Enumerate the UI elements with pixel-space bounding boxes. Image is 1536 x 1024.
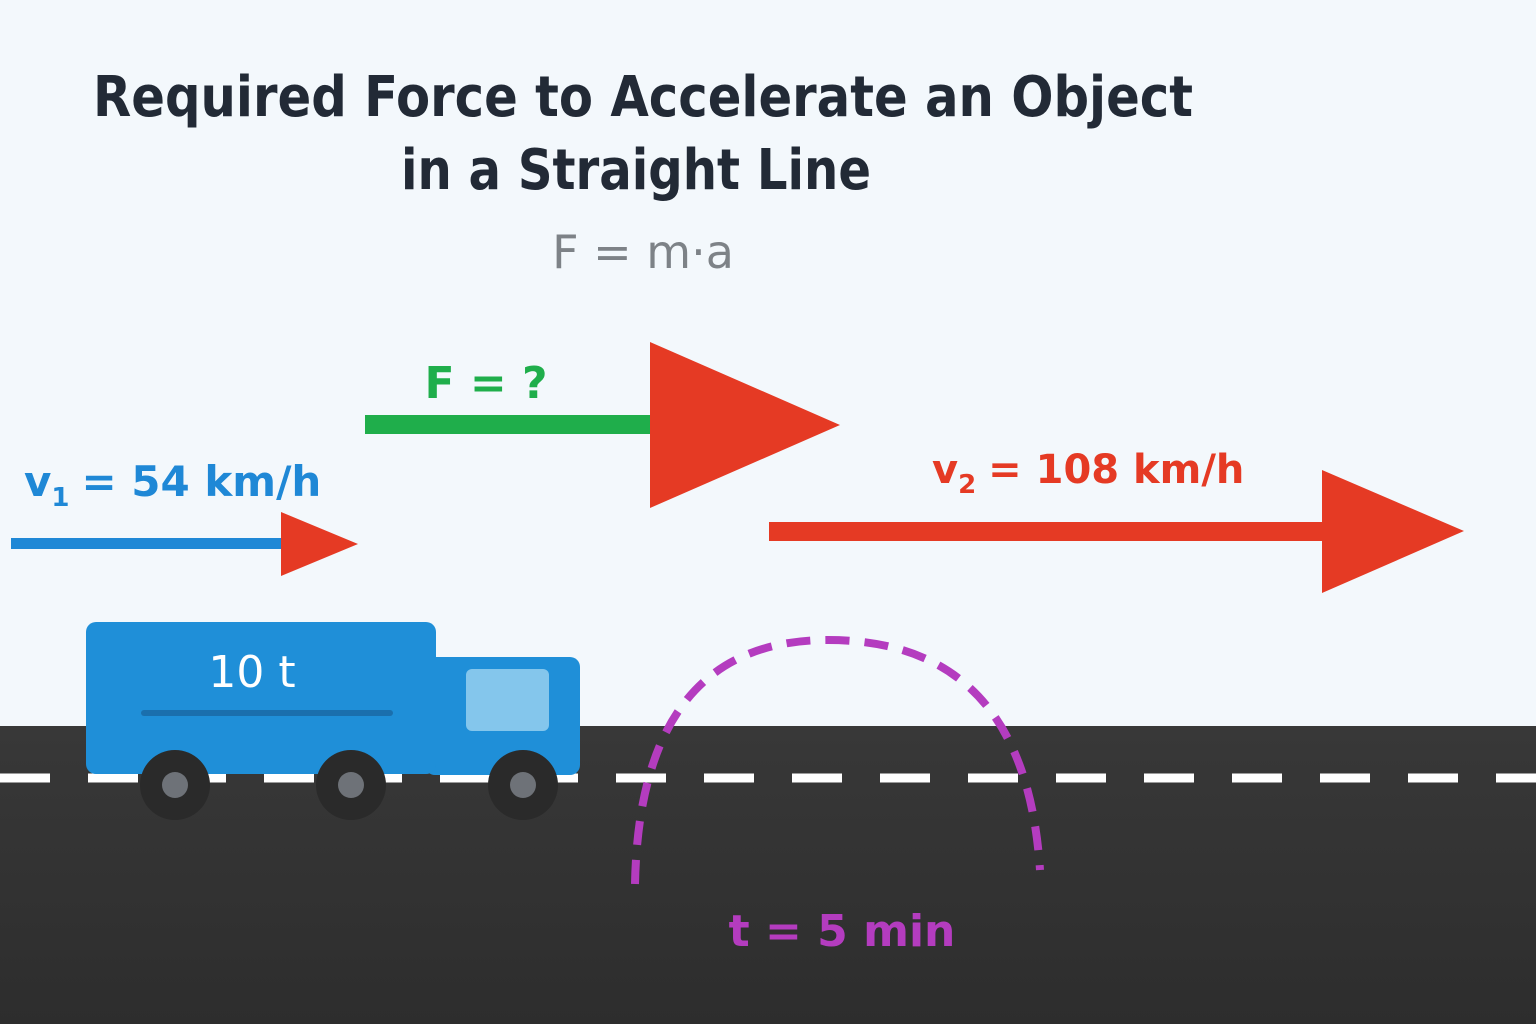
force-label: F = ? [424,358,547,409]
truck-icon: 10 t [86,622,580,820]
final-velocity-label: v2 = 108 km/h [932,447,1244,500]
force-arrow-shaft [365,415,655,434]
truck-wheel-rear [140,750,210,820]
initial-velocity-label: v1 = 54 km/h [24,457,321,513]
initial-velocity-symbol: v [24,457,51,506]
initial-velocity-shaft [11,538,286,549]
page-title-line-2: in a Straight Line [401,138,871,203]
truck-wheel-middle [316,750,386,820]
formula: F = m·a [552,225,734,279]
initial-velocity-arrow [11,512,358,576]
final-velocity-symbol: v [932,447,958,493]
force-arrow [365,342,840,508]
final-velocity-arrow [769,470,1464,593]
initial-velocity-head [281,512,358,576]
truck-window [466,669,549,731]
final-velocity-value: = 108 km/h [988,447,1244,493]
truck-wheel-front [488,750,558,820]
initial-velocity-subscript: 1 [51,483,69,513]
page-title-line-1: Required Force to Accelerate an Object [93,65,1193,130]
time-arc [631,635,1044,885]
truck-cargo-box [86,622,436,774]
time-label: t = 5 min [729,906,956,957]
truck-mass-label: 10 t [208,647,295,698]
final-velocity-shaft [769,522,1329,541]
force-arrow-head [650,342,840,508]
road [0,726,1536,1024]
final-velocity-head [1322,470,1464,593]
truck-cargo-stripe [141,710,393,716]
final-velocity-subscript: 2 [958,470,976,500]
initial-velocity-value: = 54 km/h [81,457,321,506]
